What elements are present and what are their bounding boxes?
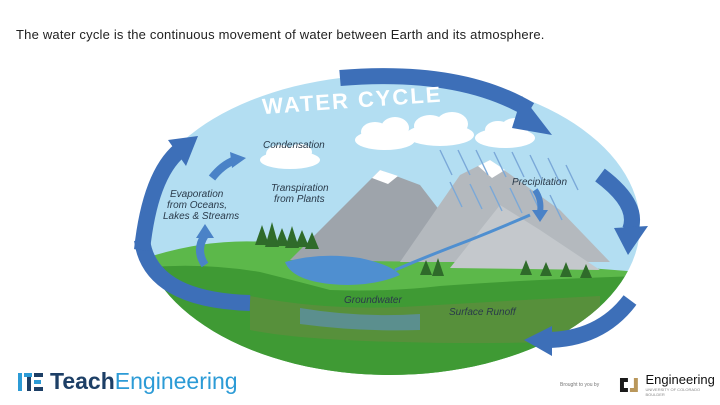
partner-credit: Brought to you by Engineering UNIVERSITY…	[560, 372, 720, 397]
label-condensation: Condensation	[263, 140, 325, 151]
label-evaporation-3: Lakes & Streams	[163, 211, 239, 222]
trees-left	[255, 222, 319, 249]
partner-block: Engineering UNIVERSITY OF COLORADO BOULD…	[645, 372, 720, 397]
snow-cap-left	[372, 170, 398, 184]
label-transpiration-2: from Plants	[274, 194, 325, 205]
river	[394, 213, 531, 272]
arrow-right	[595, 168, 640, 233]
partner-name: Engineering	[645, 372, 715, 387]
snow-cap-right	[478, 160, 505, 178]
arrow-right-head	[614, 226, 648, 255]
groundwater-band	[250, 296, 600, 344]
mountain-front	[450, 205, 600, 270]
lake	[285, 255, 400, 285]
arrow-bottom-head	[524, 326, 552, 356]
arrow-top	[339, 68, 535, 117]
arrow-top-head	[512, 96, 552, 135]
logo-teach: Teach	[50, 368, 115, 394]
arrow-evaporation-head	[196, 224, 214, 238]
arrow-left	[134, 238, 251, 311]
arrow-precipitation-head	[532, 210, 548, 222]
logo-engineering: Engineering	[114, 368, 238, 394]
label-precipitation: Precipitation	[512, 177, 567, 188]
groundwater-water	[300, 308, 420, 331]
arrow-left-head	[168, 136, 198, 166]
arrow-left-up	[134, 143, 186, 251]
partner-sub: UNIVERSITY OF COLORADO BOULDER	[645, 387, 701, 397]
cu-logo-icon	[619, 377, 638, 392]
label-transpiration-1: Transpiration	[271, 183, 329, 194]
cloud-rain	[406, 112, 535, 148]
arrow-bottom	[544, 295, 637, 348]
label-surface-runoff: Surface Runoff	[449, 307, 517, 318]
label-evaporation-1: Evaporation	[170, 189, 224, 200]
label-evaporation-2: from Oceans,	[167, 200, 227, 211]
caption: The water cycle is the continuous moveme…	[16, 27, 545, 42]
trees-right	[420, 258, 592, 278]
cloud-main	[355, 117, 415, 150]
credit-text: Brought to you by	[560, 381, 600, 388]
rain	[439, 149, 579, 221]
label-groundwater: Groundwater	[344, 295, 402, 306]
teachengineering-logo-icon	[18, 372, 43, 391]
cloud-condensation	[260, 144, 320, 169]
arrow-transpiration-head	[230, 152, 246, 168]
